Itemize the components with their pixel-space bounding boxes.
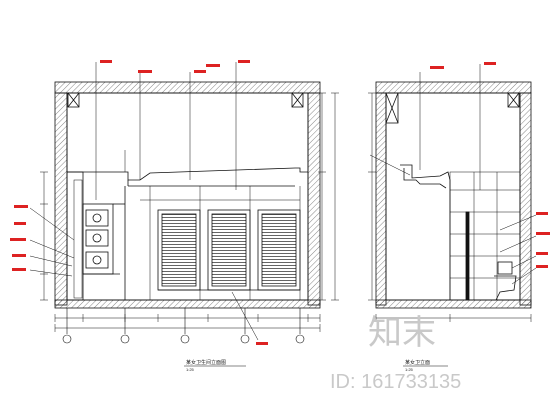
left-ceiling-vent-a — [67, 92, 80, 108]
right-left-wall — [375, 92, 387, 306]
left-floor-slab — [54, 299, 321, 309]
right-wall-tile-grid — [449, 171, 521, 301]
left-annotation-tags — [10, 60, 268, 345]
right-elevation-scale: 1:25 — [405, 367, 414, 372]
left-elevation-scale: 1:25 — [186, 367, 195, 372]
watermark-id: ID: 161733135 — [330, 371, 461, 393]
right-ceiling-vent-b — [507, 92, 520, 108]
left-ceiling-vent-b — [291, 92, 304, 108]
left-right-wall — [307, 92, 321, 306]
right-leader-lines — [369, 64, 537, 285]
right-elevation — [368, 64, 537, 322]
right-annotation-tags — [430, 62, 550, 268]
left-leader-lines — [29, 62, 259, 341]
left-elevation — [29, 62, 339, 344]
right-left-dimension — [368, 92, 376, 301]
right-bottom-dimension — [375, 314, 532, 322]
right-elevation-title-block: 某女卫立面 1:25 — [403, 359, 448, 372]
right-top-slab — [375, 81, 532, 94]
watermark-brand: 知末 — [368, 313, 436, 353]
left-elevation-title: 某女卫生间立面图 — [186, 359, 226, 366]
right-right-wall — [519, 92, 532, 306]
left-bottom-dimension — [54, 314, 321, 332]
left-ceiling-soffit — [67, 167, 308, 181]
left-left-dimension — [40, 171, 48, 301]
right-elevation-title: 某女卫立面 — [405, 359, 430, 366]
right-room-outline — [385, 92, 521, 301]
right-ceiling-vent-a — [385, 92, 399, 124]
left-elevation-title-block: 某女卫生间立面图 1:25 — [184, 359, 246, 372]
left-left-wall — [54, 92, 68, 306]
left-right-dimension — [318, 92, 339, 301]
right-floor-slab — [375, 299, 532, 309]
left-top-slab — [54, 81, 321, 94]
left-louver-doors — [157, 209, 301, 291]
left-vanity-cabinet — [66, 171, 126, 301]
watermark: 知末 ID: 161733135 — [330, 313, 461, 393]
left-axis-bubbles — [62, 308, 305, 344]
